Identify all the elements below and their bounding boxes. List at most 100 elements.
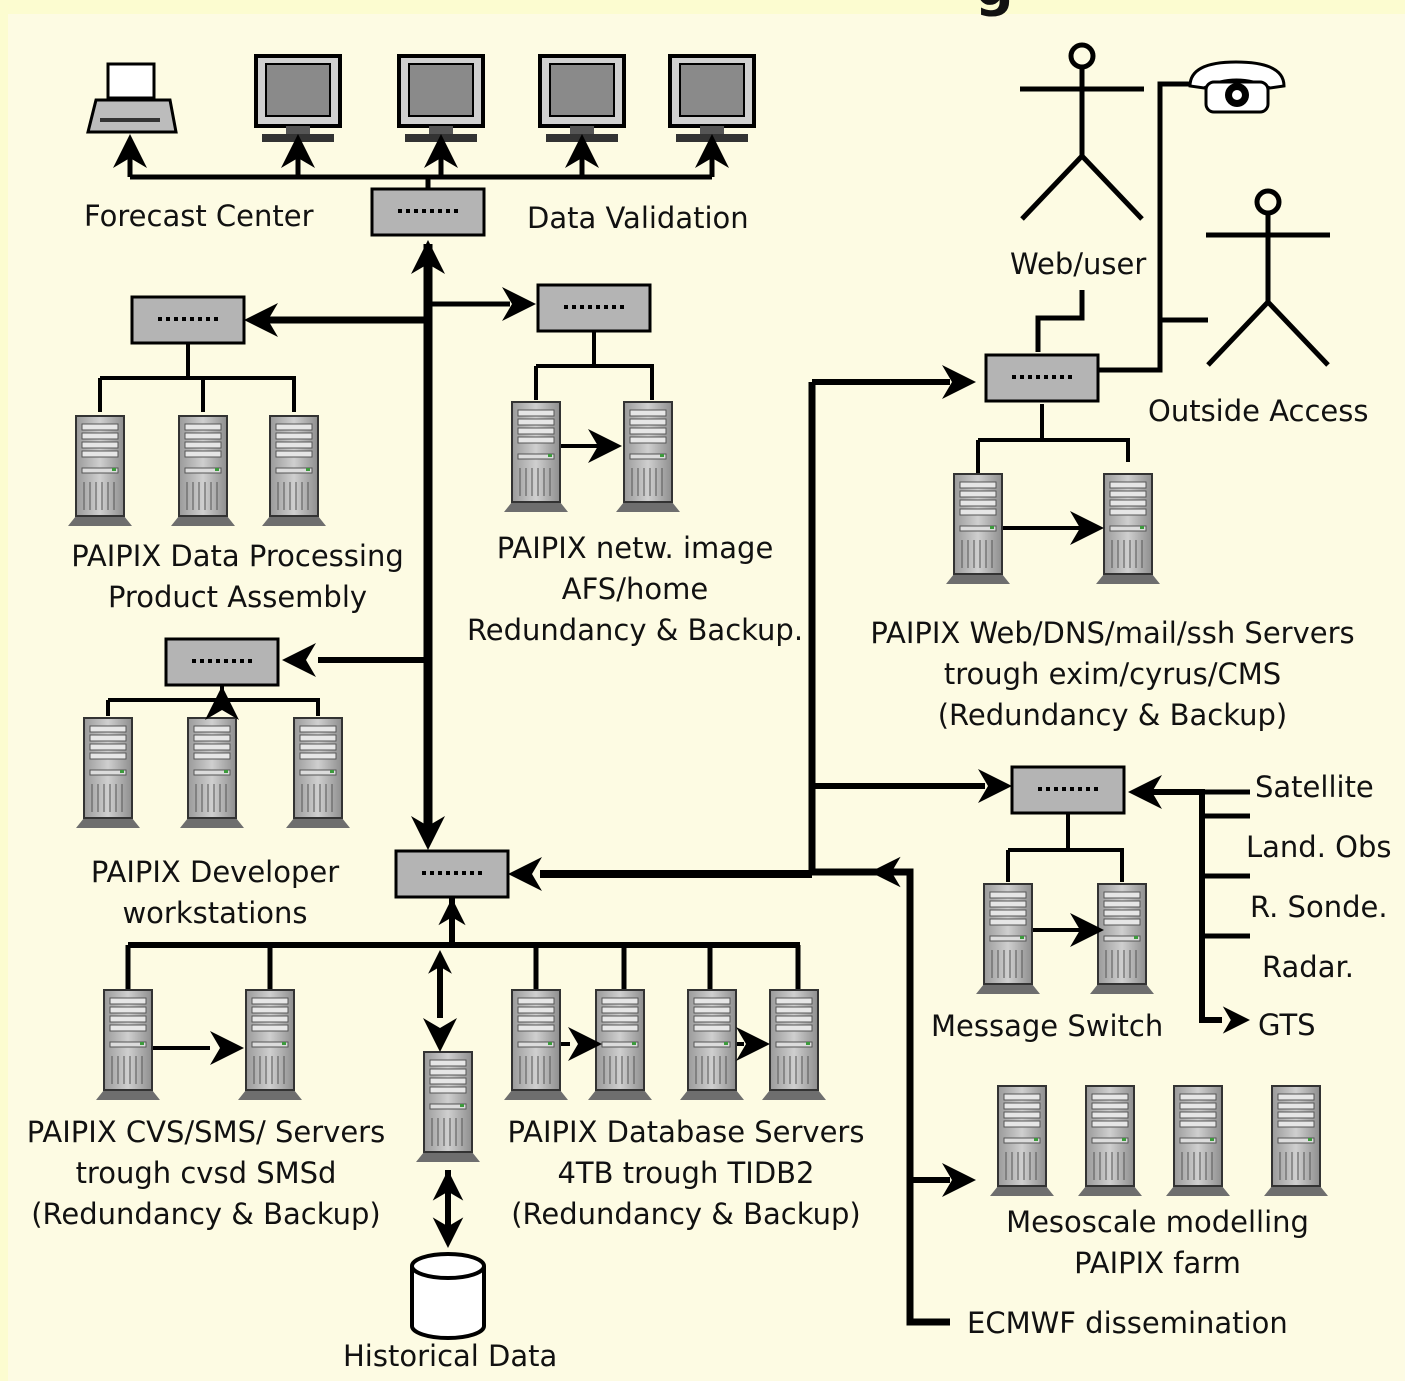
processing-server bbox=[262, 415, 326, 526]
developer-workstation bbox=[180, 717, 244, 828]
connector-line bbox=[100, 376, 296, 412]
developer-workstation bbox=[76, 717, 140, 828]
web-user-icon bbox=[1020, 42, 1144, 221]
monitor-icon bbox=[538, 54, 626, 142]
mesoscale-server bbox=[1166, 1085, 1230, 1196]
label-r-sonde: R. Sonde. bbox=[1250, 890, 1388, 924]
label-cvs-servers: PAIPIX CVS/SMS/ Servers trough cvsd SMSd… bbox=[26, 1115, 386, 1231]
external-feed-line bbox=[1150, 789, 1222, 1023]
label-netw-image: PAIPIX netw. image AFS/home Redundancy &… bbox=[466, 531, 804, 647]
arrow-trunk-down bbox=[411, 816, 445, 850]
arrow-to-message-switch bbox=[978, 769, 1012, 803]
arrow-to-web-switch bbox=[942, 365, 976, 399]
switch-data-processing bbox=[130, 295, 246, 345]
web-server bbox=[1096, 473, 1160, 584]
arrow-to-central bbox=[508, 857, 542, 891]
arrow-to-forecast-switch bbox=[411, 240, 445, 274]
devices bbox=[68, 42, 1330, 1340]
label-database-servers: PAIPIX Database Servers 4TB trough TIDB2… bbox=[507, 1115, 865, 1231]
arrow-to-historical bbox=[423, 1018, 457, 1052]
monitor-icon bbox=[254, 54, 342, 142]
label-satellite: Satellite bbox=[1255, 770, 1374, 804]
arrow-to-netw bbox=[502, 287, 536, 321]
arrow-cvs-replicate bbox=[210, 1031, 244, 1065]
arrow-to-developer bbox=[282, 643, 316, 677]
arrow-historical-up bbox=[428, 950, 452, 974]
switch-developer bbox=[164, 637, 280, 687]
left-band bbox=[0, 0, 8, 1381]
telephone-icon bbox=[1188, 60, 1286, 114]
label-mesoscale: Mesoscale modelling PAIPIX farm bbox=[1006, 1205, 1309, 1280]
web-user-line bbox=[1035, 290, 1085, 352]
cvs-server bbox=[238, 989, 302, 1100]
arrow-netw-replicate bbox=[588, 429, 622, 463]
developer-workstation bbox=[286, 717, 350, 828]
label-message-switch: Message Switch bbox=[931, 1009, 1164, 1043]
monitor-icon bbox=[397, 54, 485, 142]
monitor-icon bbox=[668, 54, 756, 142]
arrowhead bbox=[695, 134, 729, 168]
switch-web bbox=[984, 353, 1100, 403]
mesoscale-server bbox=[1078, 1085, 1142, 1196]
connector-line bbox=[108, 698, 320, 716]
outside-user-icon bbox=[1206, 188, 1330, 367]
processing-server bbox=[68, 415, 132, 526]
label-forecast-center: Forecast Center bbox=[84, 199, 314, 233]
connector-line bbox=[1008, 848, 1124, 882]
arrow-db-replicate-1 bbox=[568, 1027, 602, 1061]
arrow-to-db-cylinder bbox=[432, 1217, 464, 1248]
label-land-obs: Land. Obs bbox=[1246, 830, 1392, 864]
label-data-processing: PAIPIX Data Processing Product Assembly bbox=[71, 539, 404, 614]
arrow-printer bbox=[113, 134, 147, 168]
historical-data-cylinder bbox=[410, 1252, 486, 1340]
label-historical-data: Historical Data bbox=[343, 1339, 558, 1373]
title-fragment: g bbox=[975, 0, 1014, 14]
database-server bbox=[504, 989, 568, 1100]
switch-netw-image bbox=[536, 283, 652, 333]
ecmwf-line bbox=[812, 868, 950, 1326]
connector-line bbox=[536, 364, 654, 400]
connector-line bbox=[978, 438, 1130, 462]
label-developer: PAIPIX Developer workstations bbox=[90, 855, 340, 930]
arrowhead bbox=[565, 134, 599, 168]
mesoscale-server bbox=[990, 1085, 1054, 1196]
label-radar: Radar. bbox=[1262, 950, 1354, 984]
label-web-servers: PAIPIX Web/DNS/mail/ssh Servers trough e… bbox=[870, 616, 1355, 732]
processing-server bbox=[171, 415, 235, 526]
arrowheads bbox=[113, 134, 1250, 1248]
arrow-from-db-cylinder bbox=[432, 1170, 464, 1201]
label-outside-access: Outside Access bbox=[1148, 394, 1369, 428]
arrow-to-gts bbox=[1222, 1006, 1250, 1034]
phone-line bbox=[1096, 81, 1192, 373]
database-server bbox=[762, 989, 826, 1100]
mesoscale-server bbox=[1264, 1085, 1328, 1196]
arrowhead bbox=[281, 134, 315, 168]
switch-message bbox=[1010, 765, 1126, 815]
arrow-db-replicate-2 bbox=[736, 1027, 770, 1061]
historical-server bbox=[416, 1051, 480, 1162]
label-ecmwf: ECMWF dissemination bbox=[967, 1306, 1288, 1340]
message-switch-server bbox=[976, 883, 1040, 994]
arrow-ecmwf-in bbox=[870, 856, 901, 888]
arrow-to-mesoscale bbox=[942, 1163, 976, 1197]
web-server bbox=[946, 473, 1010, 584]
netw-image-server bbox=[616, 401, 680, 512]
arrow-msg-replicate bbox=[1070, 913, 1104, 947]
label-data-validation: Data Validation bbox=[527, 201, 749, 235]
label-web-user: Web/user bbox=[1010, 247, 1147, 281]
switch-forecast bbox=[370, 187, 486, 237]
label-gts: GTS bbox=[1258, 1008, 1316, 1042]
netw-image-server bbox=[504, 401, 568, 512]
arrow-bus-up bbox=[438, 898, 466, 926]
arrow-web-replicate bbox=[1070, 511, 1104, 545]
top-band bbox=[0, 0, 1405, 14]
message-switch-server bbox=[1090, 883, 1154, 994]
database-server bbox=[588, 989, 652, 1100]
database-server bbox=[680, 989, 744, 1100]
connection-lines bbox=[98, 81, 1250, 1326]
arrow-feed-in bbox=[1128, 775, 1162, 809]
cvs-server bbox=[96, 989, 160, 1100]
switch-central bbox=[394, 849, 510, 899]
